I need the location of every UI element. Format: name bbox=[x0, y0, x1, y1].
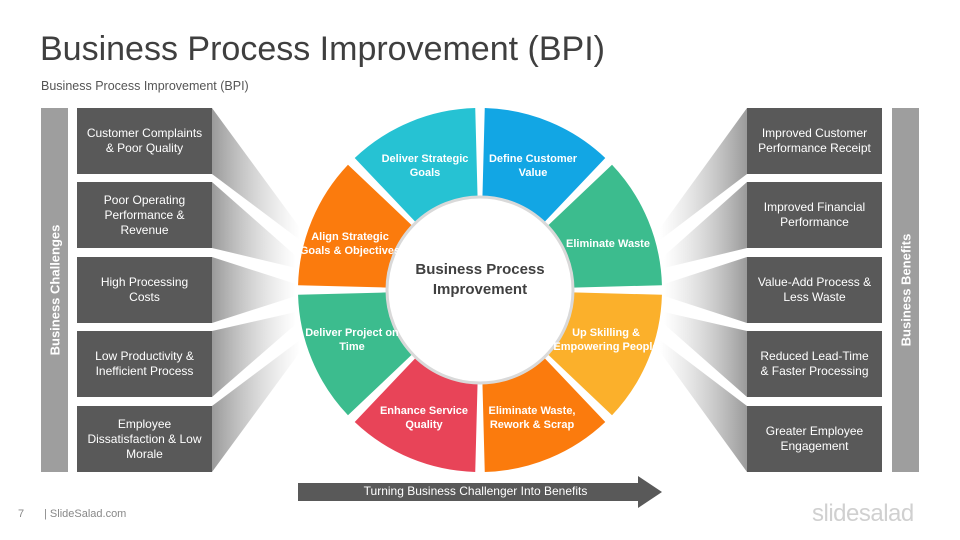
wheel-center-disc bbox=[385, 195, 575, 385]
benefit-item-4: Reduced Lead-Time & Faster Processing bbox=[747, 331, 882, 397]
right-fan-4 bbox=[664, 312, 747, 397]
slidesalad-logo: slidesalad bbox=[812, 500, 914, 527]
challenge-item-1: Customer Complaints & Poor Quality bbox=[77, 108, 212, 174]
right-fan-5 bbox=[660, 340, 747, 472]
wheel-segment-2 bbox=[547, 164, 662, 288]
business-challenges-label: Business Challenges bbox=[47, 224, 62, 356]
process-wheel bbox=[298, 108, 662, 472]
right-fan-1 bbox=[660, 108, 747, 240]
segment-label-eliminate-waste-rework: Eliminate Waste, Rework & Scrap bbox=[488, 405, 576, 431]
segment-label-enhance-service-quality: Enhance Service Quality bbox=[379, 405, 469, 431]
wheel-segment-7 bbox=[298, 164, 413, 288]
bottom-arrow bbox=[298, 476, 662, 508]
left-fan-4 bbox=[212, 312, 296, 397]
segment-label-define-customer-value: Define Customer Value bbox=[488, 153, 578, 179]
left-fan-5 bbox=[212, 340, 300, 472]
wheel-segment-1 bbox=[482, 108, 606, 223]
left-fan-1 bbox=[212, 108, 300, 240]
wheel-segment-6 bbox=[298, 292, 413, 416]
benefit-item-2: Improved Financial Performance bbox=[747, 182, 882, 248]
wheel-segment-4 bbox=[482, 357, 606, 472]
page-number: 7 bbox=[18, 508, 25, 520]
wheel-center-label: Business Process Improvement bbox=[415, 261, 545, 298]
page-title: Business Process Improvement (BPI) bbox=[40, 30, 605, 68]
benefit-item-5: Greater Employee Engagement bbox=[747, 406, 882, 472]
segment-label-eliminate-waste: Eliminate Waste bbox=[566, 238, 650, 250]
left-connector-fans bbox=[212, 108, 300, 472]
bottom-arrow-label: Turning Business Challenger Into Benefit… bbox=[363, 484, 588, 498]
business-challenges-bar: Business Challenges bbox=[41, 108, 68, 472]
wheel-segment-3 bbox=[547, 292, 662, 416]
challenge-item-2: Poor Operating Performance & Revenue bbox=[77, 182, 212, 248]
challenge-item-3: High Processing Costs bbox=[77, 257, 212, 323]
segment-label-deliver-strategic-goals: Deliver Strategic Goals bbox=[381, 153, 469, 179]
right-fan-2 bbox=[664, 182, 747, 268]
challenge-item-5: Employee Dissatisfaction & Low Morale bbox=[77, 406, 212, 472]
left-fan-3 bbox=[212, 257, 296, 323]
wheel-segment-5 bbox=[354, 357, 478, 472]
segment-label-up-skilling: Up Skilling & Empowering People bbox=[553, 327, 659, 353]
segment-label-align-strategic-goals: Align Strategic Goals & Objectives bbox=[299, 231, 401, 257]
benefit-item-1: Improved Customer Performance Receipt bbox=[747, 108, 882, 174]
footer-site-link[interactable]: | SlideSalad.com bbox=[44, 508, 127, 520]
challenge-item-4: Low Productivity & Inefficient Process bbox=[77, 331, 212, 397]
business-benefits-label: Business Benefits bbox=[898, 233, 913, 347]
benefit-item-3: Value-Add Process & Less Waste bbox=[747, 257, 882, 323]
wheel-segment-8 bbox=[354, 108, 478, 223]
business-benefits-bar: Business Benefits bbox=[892, 108, 919, 472]
left-fan-2 bbox=[212, 182, 296, 268]
right-connector-fans bbox=[660, 108, 747, 472]
segment-label-deliver-project-on-time: Deliver Project on Time bbox=[305, 327, 399, 353]
right-fan-3 bbox=[664, 257, 747, 323]
page-subtitle: Business Process Improvement (BPI) bbox=[41, 79, 249, 93]
